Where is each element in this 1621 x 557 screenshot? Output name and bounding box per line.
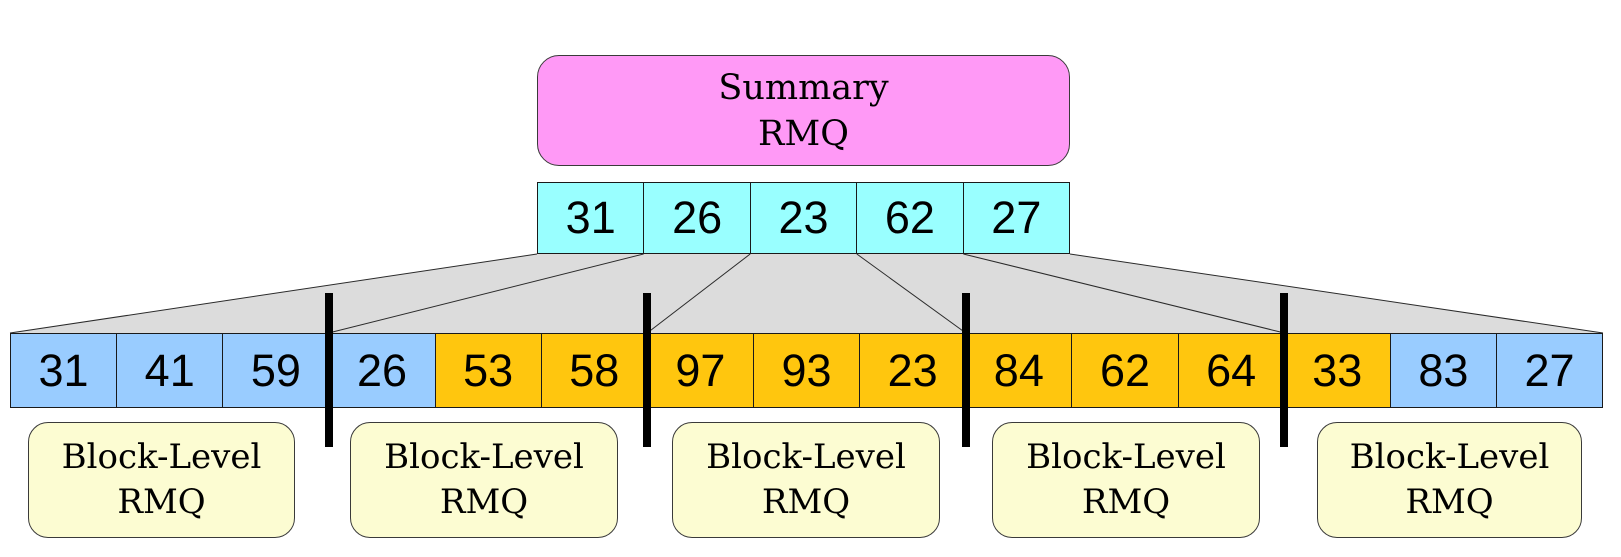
block-level-rmq-label-line2: RMQ: [117, 482, 206, 522]
summary-rmq-label-line2: RMQ: [758, 113, 849, 154]
array-cell: 27: [1495, 334, 1603, 407]
block-divider: [643, 293, 652, 447]
fan-line: [1069, 253, 1604, 334]
array-cell-highlighted: 93: [752, 334, 860, 407]
block-level-rmq-label-line2: RMQ: [1405, 482, 1494, 522]
array-cell-highlighted: 62: [1071, 334, 1178, 407]
fan-line: [646, 253, 751, 334]
array-cell-highlighted: 64: [1177, 334, 1284, 407]
block-divider: [961, 293, 970, 447]
array-cell: 83: [1389, 334, 1496, 407]
summary-cell: 23: [749, 183, 857, 253]
summary-cell: 27: [962, 183, 1070, 253]
summary-rmq-box: Summary RMQ: [537, 55, 1070, 166]
block-level-rmq-label-line1: Block-Level: [706, 437, 906, 477]
array-cell-highlighted: 53: [434, 334, 541, 407]
array-cell-highlighted: 97: [646, 334, 753, 407]
block-level-rmq-label-line1: Block-Level: [384, 437, 584, 477]
block-level-rmq-label-line1: Block-Level: [61, 437, 262, 477]
array-cell-highlighted: 84: [965, 334, 1072, 407]
fan-line: [856, 253, 967, 334]
block-divider: [324, 293, 333, 447]
summary-rmq-label-line1: Summary: [718, 67, 889, 108]
summary-cell: 26: [643, 183, 750, 253]
block-divider: [1280, 293, 1289, 447]
fan-line: [9, 253, 538, 334]
fan-region: [10, 254, 1603, 333]
block-level-rmq-label-line1: Block-Level: [1026, 437, 1226, 477]
array-cell: 31: [11, 334, 117, 407]
array-cell: 41: [116, 334, 223, 407]
block-level-rmq-label-line1: Block-Level: [1349, 437, 1550, 477]
fan-line: [963, 253, 1285, 334]
summary-cell: 62: [856, 183, 963, 253]
block-level-rmq-label-line2: RMQ: [439, 482, 529, 522]
block-level-rmq-label-line2: RMQ: [761, 482, 851, 522]
array-cell-highlighted: 23: [859, 334, 966, 407]
array-cell: 26: [328, 334, 435, 407]
fan-line: [328, 253, 644, 334]
array-cell: 59: [222, 334, 329, 407]
array-cell-highlighted: 33: [1283, 334, 1390, 407]
block-level-rmq-label-line2: RMQ: [1081, 482, 1171, 522]
array-cell-highlighted: 58: [540, 334, 647, 407]
summary-cell: 31: [538, 183, 644, 253]
